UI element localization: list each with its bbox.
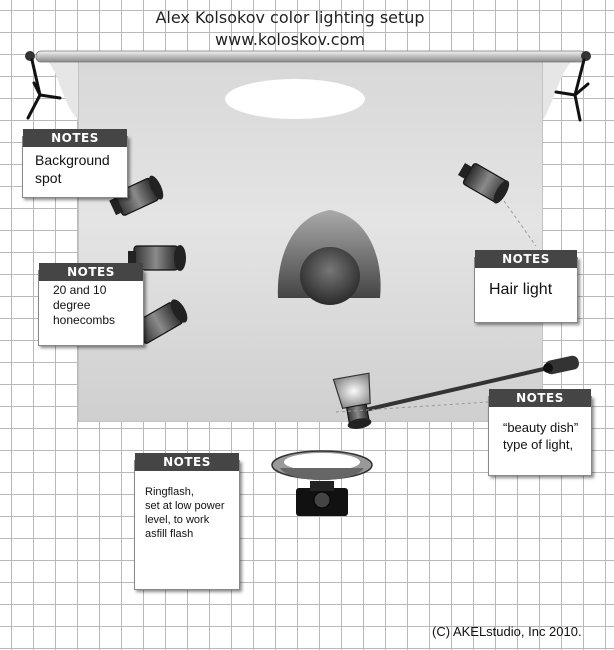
note-honeycombs: NOTES 20 and 10 degree honecombs [38, 263, 144, 346]
website-link[interactable]: www.koloskov.com [215, 30, 365, 49]
note-hair-light: NOTES Hair light [474, 250, 578, 323]
ringflash-camera-icon [271, 450, 373, 516]
background-light-spot [225, 79, 365, 119]
note-text: 20 and 10 degree honecombs [53, 283, 116, 327]
background-spot-light-icon [109, 175, 164, 216]
note-beauty-dish: NOTES “beauty dish” type of light, [488, 389, 592, 476]
beauty-dish-light-icon [332, 372, 372, 429]
note-text: “beauty dish” type of light, [503, 420, 579, 452]
left-stand-icon [26, 58, 62, 120]
note-header: NOTES [489, 389, 591, 407]
backdrop-left-fold [44, 58, 78, 120]
beauty-dish-boom-icon [364, 355, 579, 412]
hair-light-pointer [503, 200, 537, 247]
note-text: Ringflash, set at low power level, to wo… [145, 486, 225, 540]
right-stand-icon [554, 58, 590, 122]
copyright-text: (C) AKELstudio, Inc 2010. [432, 624, 582, 639]
diagram-title: Alex Kolsokov color lighting setup [155, 8, 425, 27]
note-header: NOTES [475, 250, 577, 268]
note-background-spot: NOTES Background spot [22, 129, 128, 198]
beauty-dish-pointer [335, 401, 489, 413]
note-text: Hair light [489, 281, 553, 298]
note-ringflash: NOTES Ringflash, set at low power level,… [134, 453, 240, 590]
subject-person-icon [277, 210, 381, 305]
note-header: NOTES [39, 263, 143, 281]
hair-light-icon [457, 162, 510, 204]
note-text: Background spot [35, 152, 110, 186]
note-header: NOTES [23, 129, 127, 147]
backdrop-right-fold [543, 58, 575, 120]
backdrop-support-bar [25, 50, 591, 63]
honeycomb-light-top-icon [128, 245, 186, 271]
note-header: NOTES [135, 453, 239, 471]
